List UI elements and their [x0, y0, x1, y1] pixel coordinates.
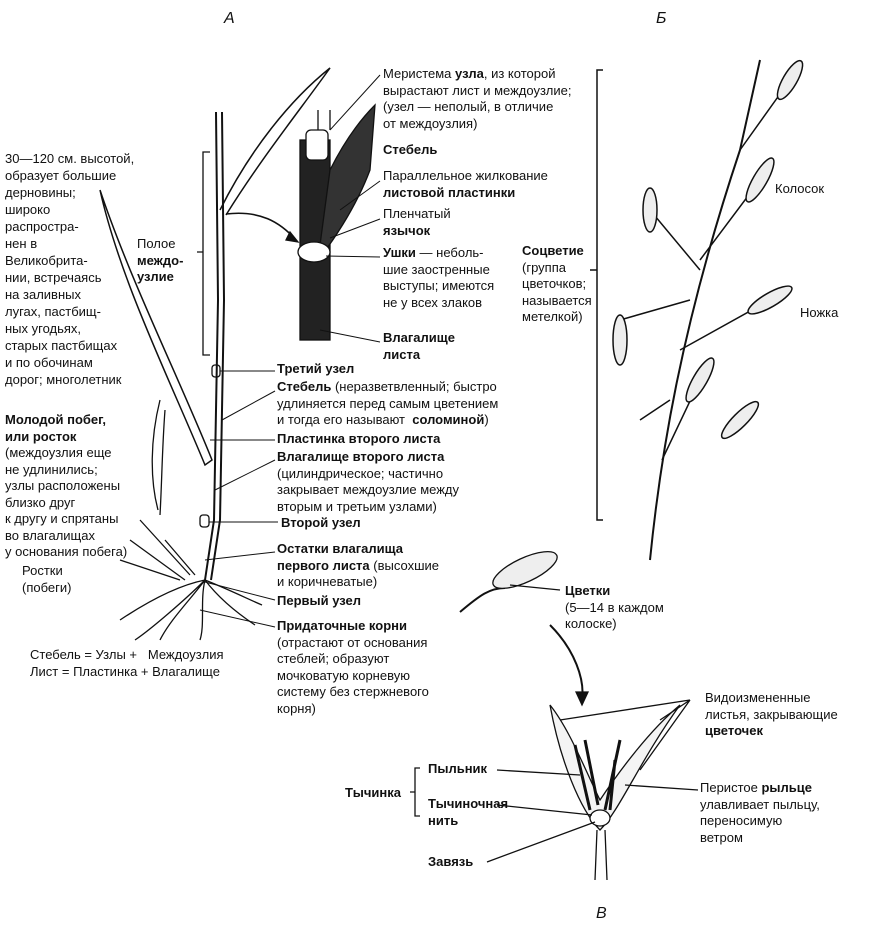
second-node-label: Второй узел [281, 515, 361, 530]
leader-lines [199, 74, 381, 628]
venation-line1: Параллельное жилкование [383, 168, 548, 183]
culm-label: Стебель (неразветвленный; быстро удлиняе… [277, 379, 498, 429]
grass-plant-drawing [99, 67, 331, 641]
meristem-text: Меристема [383, 66, 456, 81]
panel-label-c: В [596, 905, 607, 922]
modified-leaves-bold: цветочек [705, 723, 763, 738]
inflorescence-bold: Соцветие [522, 243, 584, 258]
stigma-text: улавливает пыльцу, переносимую ветром [700, 796, 820, 845]
florets-text: (5—14 в каждом колоске) [565, 599, 664, 632]
stigma-bold: рыльце [761, 780, 812, 795]
stalk-label: Ножка [800, 305, 839, 320]
panicle-drawing [590, 59, 804, 561]
first-sheath-bold1: Остатки влагалища [277, 541, 403, 556]
second-blade-label: Пластинка второго листа [277, 431, 441, 446]
filament-label: Тычиночная нить [428, 796, 509, 828]
flower-drawing [410, 699, 699, 881]
spikelet-drawing [459, 550, 590, 707]
florets-bold: Цветки [565, 583, 611, 598]
meristem-text-2: , из которой вырастают лист и междоузлие… [383, 66, 572, 131]
culm-end: ) [484, 412, 489, 427]
venation-line2: листовой пластинки [383, 184, 516, 200]
third-node-label: Третий узел [277, 361, 355, 376]
spikelet-label: Колосок [775, 181, 825, 196]
formula-leaf: Лист = Пластинка + Влагалище [30, 664, 220, 679]
second-sheath-text: (цилиндрическое; частично закрывает межд… [277, 465, 459, 514]
formula-stem: Стебель = Узлы + Междоузлия [30, 647, 224, 662]
meristem-label: Меристема узла, из которой вырастают лис… [383, 66, 571, 132]
roots-text: (отрастают от основания стеблей; образую… [277, 634, 429, 716]
auricles-text: — неболь- шие заостренные выступы; имеют… [383, 245, 495, 310]
ovary-label: Завязь [428, 854, 474, 869]
culm-bold2: соломиной [412, 412, 485, 427]
first-sheath-bold2: первого листа [277, 557, 370, 573]
first-sheath-text2: (высохшие [369, 557, 440, 573]
sheath-label: Влагалище листа [383, 330, 455, 362]
stamen-label: Тычинка [345, 785, 401, 800]
second-sheath-bold: Влагалище второго листа [277, 449, 445, 464]
auricles-bold: Ушки [383, 245, 416, 260]
internode-line2: междо- узлие [137, 252, 184, 285]
modified-leaves-text: Видоизмененные листья, закрывающие [705, 690, 838, 722]
auricles-label: Ушки — неболь- шие заостренные выступы; … [383, 245, 494, 311]
stem-label: Стебель [383, 142, 438, 157]
second-sheath-label: Влагалище второго листа(цилиндрическое; … [277, 449, 459, 515]
inflorescence-label: Соцветие(группа цветочков; называется ме… [522, 243, 592, 326]
culm-text: (неразветвленный; быстро удлиняется пере… [277, 379, 499, 427]
ligule-line2: язычок [383, 222, 431, 238]
anther-label: Пыльник [428, 761, 488, 776]
first-sheath-text3: и коричневатые) [277, 574, 378, 589]
culm-bold: Стебель [277, 379, 332, 394]
internode-line1: Полое [137, 236, 176, 251]
stem-detail-drawing [297, 103, 376, 341]
panel-label-b: Б [656, 10, 667, 27]
young-shoot-label: Молодой побег, или росток(междоузлия еще… [5, 412, 127, 561]
meristem-bold: узла [455, 66, 484, 81]
stigma-pre: Перистое [700, 780, 762, 795]
panel-label-a: А [224, 10, 235, 27]
roots-bold: Придаточные корни [277, 618, 407, 633]
species-description: 30—120 см. высотой, образует большие дер… [5, 151, 135, 387]
sprouts-label: Ростки (побеги) [22, 563, 72, 595]
ligule-line1: Пленчатый [383, 206, 451, 221]
young-shoot-text: (междоузлия еще не удлинились; узлы расп… [5, 445, 128, 559]
young-shoot-bold: Молодой побег, или росток [5, 412, 107, 444]
florets-label: Цветки(5—14 в каждом колоске) [565, 583, 664, 633]
roots-label: Придаточные корни(отрастают от основания… [277, 618, 429, 717]
first-node-label: Первый узел [277, 593, 362, 608]
inflorescence-text: (группа цветочков; называется метелкой) [522, 259, 592, 325]
